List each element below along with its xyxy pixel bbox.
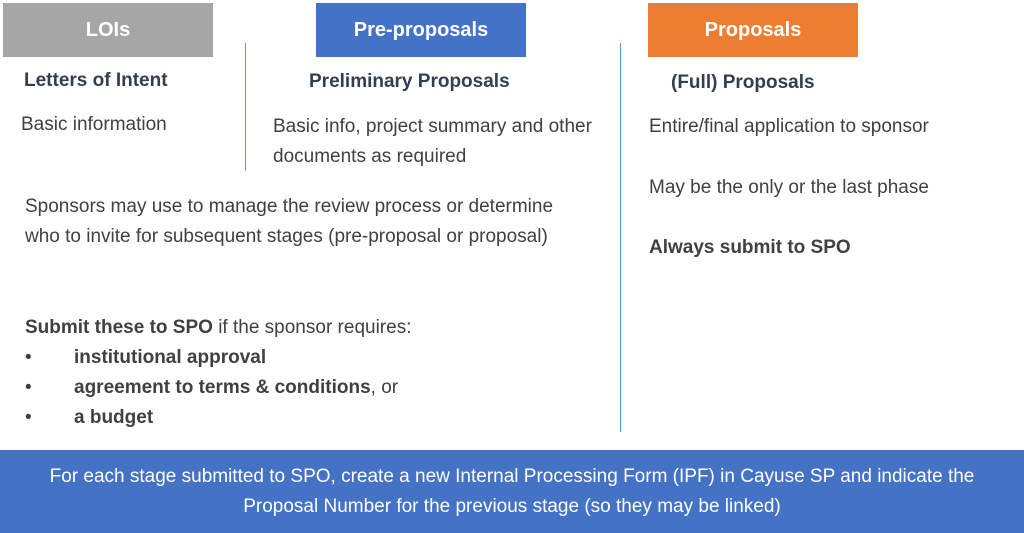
review-process-text: Sponsors may use to manage the review pr… xyxy=(25,196,554,247)
lois-subtitle: Letters of Intent xyxy=(24,70,168,91)
proposals-subtitle: (Full) Proposals xyxy=(671,72,815,93)
list-item: • a budget xyxy=(25,403,585,433)
lois-description: Basic information xyxy=(21,114,167,135)
bullet-icon: • xyxy=(25,407,32,428)
bullet-icon: • xyxy=(25,347,32,368)
list-item: • institutional approval xyxy=(25,343,585,373)
submit-instruction-rest: if the sponsor requires: xyxy=(212,317,412,338)
footer-text: For each stage submitted to SPO, create … xyxy=(49,465,975,517)
divider-lois-preproposals xyxy=(245,43,246,171)
requirement-bold: agreement to terms & conditions xyxy=(74,377,371,398)
requirement-bold: institutional approval xyxy=(74,347,267,368)
proposals-header: Proposals xyxy=(648,3,858,57)
footer-banner: For each stage submitted to SPO, create … xyxy=(0,450,1024,533)
bullet-icon: • xyxy=(25,377,32,398)
requirement-bold: a budget xyxy=(74,407,154,428)
preproposals-subtitle: Preliminary Proposals xyxy=(309,71,510,92)
proposals-header-label: Proposals xyxy=(704,18,802,41)
lois-header-label: LOIs xyxy=(85,18,131,41)
requirements-list: • institutional approval • agreement to … xyxy=(25,343,585,433)
divider-preproposals-proposals xyxy=(620,43,621,432)
preproposals-header-label: Pre-proposals xyxy=(353,18,489,41)
list-item: • agreement to terms & conditions, or xyxy=(25,373,585,403)
requirement-rest: , or xyxy=(370,377,399,398)
preproposals-description: Basic info, project summary and other do… xyxy=(273,116,592,167)
proposals-description: Entire/final application to sponsor xyxy=(649,116,929,137)
preproposals-header: Pre-proposals xyxy=(316,3,526,57)
proposals-emphasis: Always submit to SPO xyxy=(649,237,851,258)
proposals-note: May be the only or the last phase xyxy=(649,177,929,198)
submit-instruction-bold: Submit these to SPO xyxy=(25,317,213,338)
submit-instruction: Submit these to SPO if the sponsor requi… xyxy=(25,313,411,343)
lois-header: LOIs xyxy=(3,3,213,57)
